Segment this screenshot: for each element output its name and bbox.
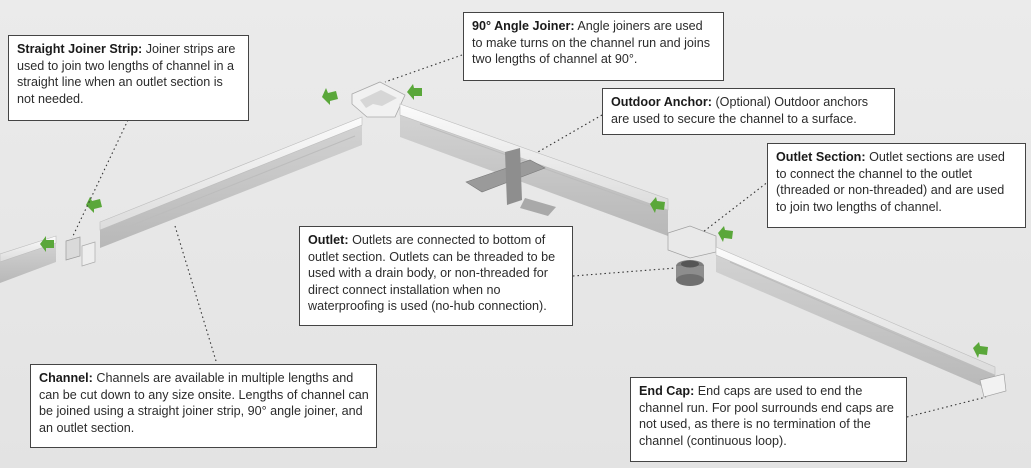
callout-angle-joiner: 90° Angle Joiner: Angle joiners are used… (463, 12, 724, 81)
callout-end-cap: End Cap: End caps are used to end the ch… (630, 377, 907, 462)
arrow-icon (86, 197, 102, 213)
channel-segment-right-upper (399, 103, 669, 236)
outdoor-anchor (465, 148, 556, 216)
callout-title: 90° Angle Joiner: (472, 19, 575, 33)
arrow-icon (407, 84, 422, 100)
leader-straight-joiner (71, 119, 129, 239)
arrow-icon (650, 197, 665, 213)
callout-title: Outlet: (308, 233, 349, 247)
arrow-icon (973, 342, 988, 358)
leader-outlet (572, 267, 677, 277)
straight-joiner-strip (65, 236, 96, 267)
arrow-icon (322, 88, 338, 105)
end-cap (979, 373, 1007, 398)
callout-outlet: Outlet: Outlets are connected to bottom … (299, 226, 573, 326)
callout-text: Outlet sections are used to connect the … (776, 150, 1005, 214)
arrow-icon (718, 226, 733, 242)
callout-channel: Channel: Channels are available in multi… (30, 364, 377, 448)
callout-title: Outlet Section: (776, 150, 866, 164)
callout-straight-joiner-strip: Straight Joiner Strip: Joiner strips are… (8, 35, 249, 121)
angle-joiner (351, 81, 406, 118)
leader-outlet-section (702, 177, 774, 233)
callout-text: Joiner strips are used to join two lengt… (17, 42, 236, 106)
callout-title: Outdoor Anchor: (611, 95, 712, 109)
callout-title: End Cap: (639, 384, 695, 398)
callout-text: Channels are available in multiple lengt… (39, 371, 369, 435)
leader-outdoor-anchor (537, 114, 603, 153)
callout-outdoor-anchor: Outdoor Anchor: (Optional) Outdoor ancho… (602, 88, 895, 135)
callout-title: Channel: (39, 371, 93, 385)
callout-text: (Optional) Outdoor anchors are used to s… (611, 95, 869, 126)
callout-text: Outlets are connected to bottom of outle… (308, 233, 556, 313)
callout-title: Straight Joiner Strip: (17, 42, 143, 56)
leader-lines (71, 54, 987, 418)
outlet-section (667, 225, 717, 259)
callout-text: Angle joiners are used to make turns on … (472, 19, 711, 66)
leader-channel (174, 225, 217, 362)
outlet (676, 260, 704, 286)
arrow-icon (40, 236, 54, 252)
channel-segment-right-lower (715, 246, 996, 392)
leader-end-cap (906, 396, 987, 418)
callout-outlet-section: Outlet Section: Outlet sections are used… (767, 143, 1026, 228)
leader-angle-joiner (384, 54, 463, 83)
callout-text: End caps are used to end the channel run… (639, 384, 894, 448)
channel-segment-left (99, 116, 363, 248)
